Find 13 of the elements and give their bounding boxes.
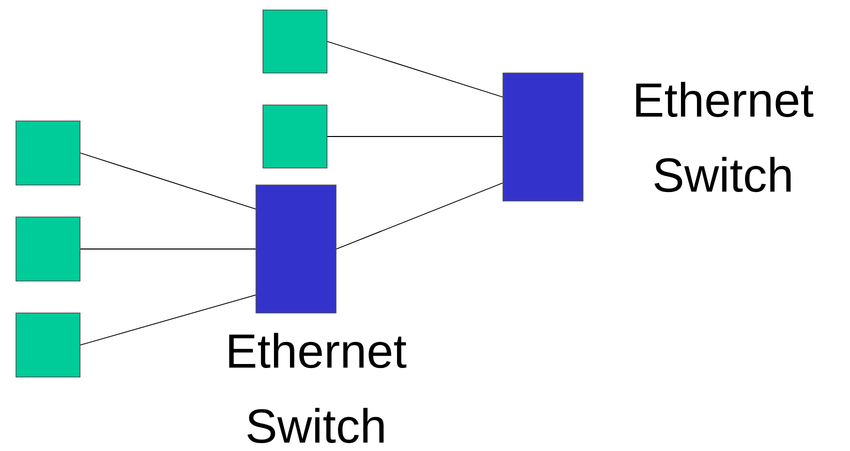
switch-label: Ethernet Switch xyxy=(229,332,406,444)
switch-label: Ethernet Switch xyxy=(636,82,814,192)
connection-line xyxy=(80,152,256,210)
connection-line xyxy=(326,136,504,137)
connection-line xyxy=(326,41,504,98)
connection-line xyxy=(80,248,256,250)
device-box xyxy=(16,216,80,282)
device-box xyxy=(16,312,80,378)
device-box xyxy=(16,120,80,186)
device-box xyxy=(262,10,328,74)
device-box xyxy=(262,104,328,168)
connection-line xyxy=(336,182,504,250)
connection-line xyxy=(80,294,256,346)
